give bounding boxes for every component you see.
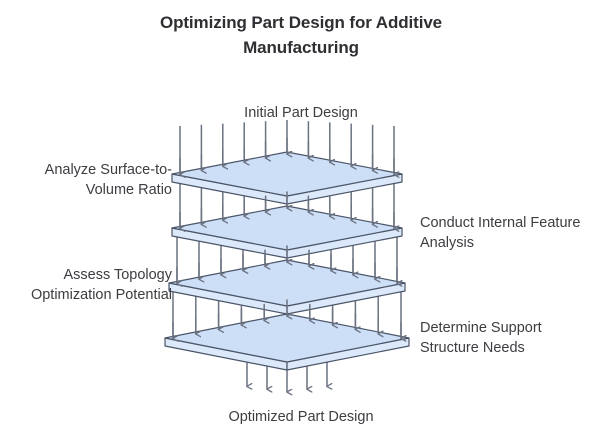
- page-title: Optimizing Part Design for Additive Manu…: [159, 13, 443, 57]
- stage-label-analyze-surface-to-volume-ratio: Analyze Surface-to- Volume Ratio: [44, 162, 172, 198]
- stage-label-conduct-internal-feature-analysis: Conduct Internal Feature Analysis: [420, 215, 581, 251]
- output-label: Optimized Part Design: [228, 409, 374, 425]
- stage-label-assess-topology-optimization-potential: Assess Topology Optimization Potential: [30, 267, 172, 303]
- input-label: Initial Part Design: [244, 105, 358, 121]
- stage-label-determine-support-structure-needs: Determine Support Structure Needs: [420, 320, 542, 356]
